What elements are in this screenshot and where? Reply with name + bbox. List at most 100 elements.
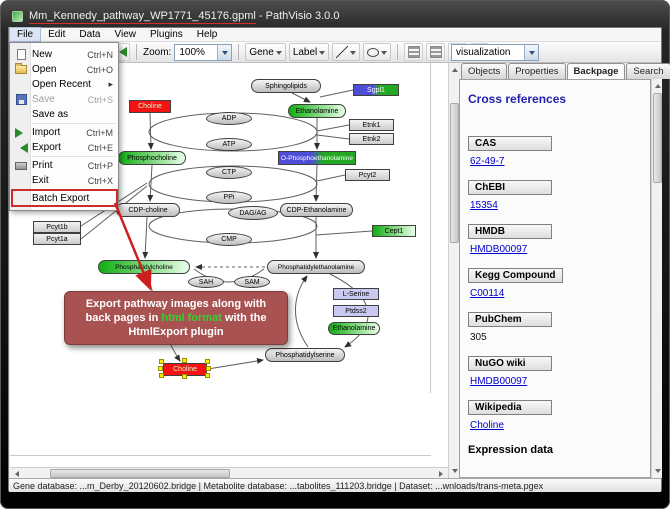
- panel-scroll-down-button[interactable]: [652, 467, 663, 478]
- selection-handle[interactable]: [159, 359, 164, 364]
- node-ethanolamine-lower[interactable]: Ethanolamine: [328, 322, 380, 335]
- node-etnk2[interactable]: Etnk2: [349, 133, 394, 145]
- selection-handle[interactable]: [205, 359, 210, 364]
- menu-data[interactable]: Data: [79, 29, 101, 40]
- menu-item-save-as[interactable]: Save as: [32, 109, 69, 120]
- selection-handle[interactable]: [182, 358, 187, 363]
- node-etnk1[interactable]: Etnk1: [349, 119, 394, 131]
- menu-item-open[interactable]: Open Ctrl+O: [10, 62, 118, 77]
- vertical-scroll-thumb[interactable]: [450, 103, 459, 243]
- node-sam[interactable]: SAM: [234, 276, 270, 288]
- selection-handle[interactable]: [159, 373, 164, 378]
- canvas-horizontal-scrollbar[interactable]: [10, 467, 448, 478]
- node-ptdss2[interactable]: Ptdss2: [333, 305, 379, 317]
- panel-scroll-thumb[interactable]: [653, 93, 662, 183]
- scroll-left-button[interactable]: [10, 468, 21, 479]
- panel-scroll-up-button[interactable]: [652, 79, 663, 90]
- node-cdp-choline[interactable]: CDP-choline: [116, 203, 180, 217]
- scroll-down-icon: [654, 469, 661, 476]
- menu-item-print[interactable]: Print Ctrl+P: [10, 158, 118, 173]
- selection-handle[interactable]: [158, 366, 163, 371]
- node-cmp[interactable]: CMP: [206, 233, 252, 246]
- zoom-dropdown-icon[interactable]: [217, 44, 232, 60]
- xref-link-hmdb[interactable]: HMDB00097: [470, 244, 528, 255]
- node-sah[interactable]: SAH: [188, 276, 224, 288]
- node-o-phosphoethanolamine[interactable]: O-Phosphoethanolamine: [278, 151, 356, 165]
- menu-bar: File Edit Data View Plugins Help: [9, 27, 661, 42]
- align-horizontal-icon: [407, 46, 420, 58]
- datanode-template-button[interactable]: Gene: [245, 43, 286, 61]
- node-phosphatidylethanolamine[interactable]: Phosphatidylethanolamine: [267, 260, 365, 274]
- node-ctp[interactable]: CTP: [206, 166, 252, 179]
- menu-item-open-recent[interactable]: Open Recent: [10, 77, 118, 92]
- node-pcyt1a[interactable]: Pcyt1a: [33, 233, 81, 245]
- highlighted-text: html format: [161, 312, 222, 325]
- scroll-up-button[interactable]: [449, 63, 460, 74]
- open-folder-icon: [13, 63, 29, 74]
- tab-objects[interactable]: Objects: [461, 63, 508, 79]
- status-bar: Gene database: ...m_Derby_20120602.bridg…: [9, 478, 661, 492]
- menu-item-new[interactable]: New Ctrl+N: [10, 47, 118, 62]
- submenu-arrow-icon: [108, 79, 113, 90]
- node-adp[interactable]: ADP: [206, 112, 252, 125]
- selection-handle[interactable]: [206, 366, 211, 371]
- horizontal-scroll-thumb[interactable]: [50, 469, 230, 478]
- visualization-combo[interactable]: visualization: [451, 44, 539, 61]
- xref-header-pubchem: PubChem: [468, 312, 552, 327]
- node-dag-ag[interactable]: DAG/AG: [228, 206, 278, 220]
- node-sphingolipids[interactable]: Sphingolipids: [251, 79, 321, 93]
- menu-item-exit[interactable]: Exit Ctrl+X: [32, 175, 113, 186]
- node-ethanolamine-top[interactable]: Ethanolamine: [288, 104, 346, 118]
- node-atp[interactable]: ATP: [206, 138, 252, 151]
- menu-plugins[interactable]: Plugins: [149, 29, 183, 40]
- node-pcyt1b[interactable]: Pcyt1b: [33, 221, 81, 233]
- menu-separator: [32, 123, 116, 124]
- node-l-serine[interactable]: L-Serine: [333, 288, 379, 300]
- menu-edit[interactable]: Edit: [48, 29, 66, 40]
- node-cept1[interactable]: Cept1: [372, 225, 416, 237]
- scroll-down-button[interactable]: [449, 467, 460, 478]
- menu-item-import[interactable]: Import Ctrl+M: [10, 125, 118, 140]
- app-window: File Edit Data View Plugins Help Zoom: 1…: [8, 27, 670, 492]
- visualization-dropdown-icon[interactable]: [524, 45, 538, 60]
- node-sgpl1[interactable]: Sgpl1: [353, 84, 399, 96]
- node-phosphatidylcholine[interactable]: Phosphatidylcholine: [98, 260, 190, 274]
- scroll-down-icon: [451, 469, 458, 476]
- tab-properties[interactable]: Properties: [508, 63, 566, 79]
- tab-search[interactable]: Search: [626, 63, 670, 79]
- backpage-panel: Cross references CAS 62-49-7 ChEBI 15354…: [459, 79, 651, 478]
- cross-references-heading: Cross references: [468, 92, 567, 106]
- xref-link-chebi[interactable]: 15354: [470, 200, 498, 211]
- node-ppi[interactable]: PPi: [206, 191, 252, 204]
- shape-template-button[interactable]: [363, 43, 392, 61]
- label-template-button[interactable]: Label: [288, 43, 330, 61]
- node-pcyt2[interactable]: Pcyt2: [345, 169, 390, 181]
- xref-link-kegg[interactable]: C00114: [470, 288, 505, 299]
- menu-help[interactable]: Help: [196, 29, 218, 40]
- scroll-right-button[interactable]: [437, 468, 448, 479]
- node-phosphocholine[interactable]: Phosphocholine: [118, 151, 186, 165]
- zoom-combo[interactable]: 100%: [174, 43, 233, 61]
- selection-handle[interactable]: [205, 373, 210, 378]
- menu-file[interactable]: File: [9, 27, 42, 42]
- node-cdp-ethanolamine[interactable]: CDP-Ethanolamine: [280, 203, 353, 217]
- tab-backpage[interactable]: Backpage: [566, 63, 626, 79]
- menu-view[interactable]: View: [114, 29, 136, 40]
- xref-link-nugo[interactable]: HMDB00097: [470, 376, 528, 387]
- selection-handle[interactable]: [182, 374, 187, 379]
- align-horizontal-button[interactable]: [404, 43, 424, 61]
- side-panel-tabs: Objects Properties Backpage Search Legen…: [459, 63, 670, 79]
- node-choline-top[interactable]: Choline: [129, 100, 171, 113]
- line-template-button[interactable]: [332, 43, 361, 61]
- menu-item-batch-export[interactable]: Batch Export: [32, 193, 90, 204]
- panel-scrollbar[interactable]: [651, 79, 662, 478]
- canvas-vertical-scrollbar[interactable]: [448, 63, 459, 478]
- xref-header-nugo: NuGO wiki: [468, 356, 552, 371]
- align-vertical-button[interactable]: [426, 43, 446, 61]
- xref-link-wikipedia[interactable]: Choline: [470, 420, 504, 431]
- menu-item-export[interactable]: Export Ctrl+E: [10, 140, 118, 155]
- scroll-up-icon: [654, 81, 661, 88]
- node-phosphatidylserine[interactable]: Phosphatidylserine: [265, 348, 345, 362]
- xref-link-cas[interactable]: 62-49-7: [470, 156, 505, 167]
